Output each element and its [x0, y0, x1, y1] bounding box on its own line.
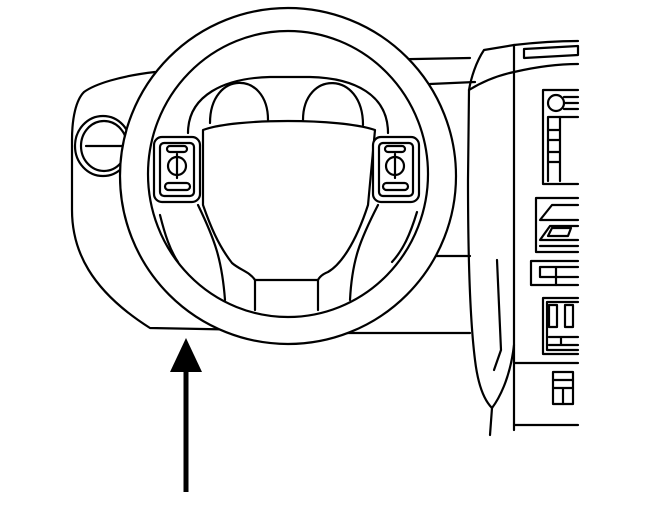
right-steering-wheel-controls	[371, 135, 421, 204]
center-console	[466, 39, 580, 437]
steering-wheel	[118, 6, 458, 346]
center-stack-controls	[512, 88, 580, 427]
left-steering-wheel-controls	[152, 135, 202, 204]
indicator-arrow	[170, 338, 202, 492]
